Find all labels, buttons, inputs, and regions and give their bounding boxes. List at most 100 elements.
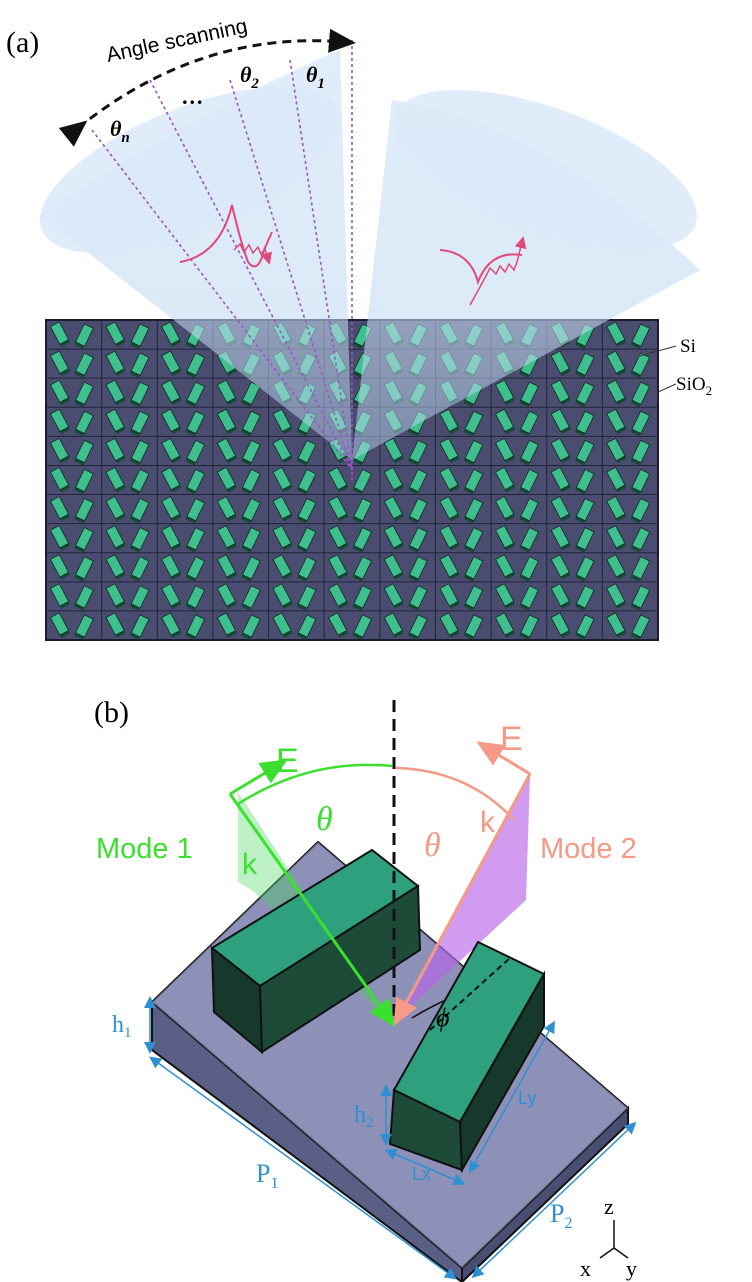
si-pillar — [463, 585, 484, 611]
si-pillar — [630, 323, 651, 349]
si-pillar — [328, 495, 349, 522]
si-pillar — [408, 527, 428, 553]
si-pillar — [185, 585, 206, 611]
si-pillar — [519, 556, 539, 582]
si-pillar — [439, 466, 460, 493]
si-pillar — [216, 408, 237, 435]
si-pillar — [606, 612, 627, 638]
si-pillar — [49, 612, 71, 638]
si-pillar — [574, 468, 595, 495]
si-pillar — [272, 612, 293, 638]
si-pillar — [630, 352, 651, 379]
si-pillar — [185, 352, 206, 379]
incident-pulse — [179, 204, 273, 268]
reflected-cone-top — [393, 90, 697, 250]
mode1-theta-label: θ — [316, 801, 333, 838]
si-pillar — [606, 321, 627, 347]
pillar2-axis — [429, 957, 511, 1031]
si-pillar — [439, 554, 460, 580]
si-pillar — [296, 497, 317, 524]
si-pillar — [74, 410, 94, 437]
si-pillar — [630, 410, 651, 437]
si-pillar — [296, 468, 317, 495]
si-pillar — [630, 527, 651, 553]
si-pillar — [129, 585, 150, 611]
panel-b-label: (b) — [94, 696, 129, 729]
ly-label: Ly — [518, 1088, 536, 1108]
si-pillar — [519, 439, 539, 466]
si-pillar — [574, 497, 595, 524]
si-pillar — [352, 527, 373, 553]
si-pillar — [408, 585, 428, 611]
ly-dimension — [469, 1020, 555, 1174]
mode2-label: Mode 2 — [540, 833, 637, 865]
si-pillar — [272, 466, 293, 493]
si-pillar — [74, 468, 94, 495]
si-pillar — [383, 612, 404, 638]
si-pillar — [185, 497, 206, 524]
sio2-leader-line — [657, 383, 677, 393]
si-pillar — [161, 408, 182, 435]
si-pillar — [383, 583, 404, 609]
si-pillar — [606, 466, 627, 493]
angle-scanning-label: Angle scanning — [104, 15, 249, 67]
si-pillar — [241, 468, 261, 495]
theta-2-label: θ2 — [240, 62, 259, 92]
si-pillar — [241, 585, 261, 611]
si-pillar — [49, 525, 71, 551]
si-pillar — [241, 497, 261, 524]
si-pillar — [494, 495, 516, 522]
si-pillar — [296, 614, 317, 640]
si-pillar — [129, 468, 150, 495]
si-pillar — [216, 437, 237, 464]
si-pillar — [328, 525, 349, 551]
si-pillar — [296, 439, 317, 466]
si-pillar — [129, 410, 150, 437]
coordinate-axes: z x y — [580, 1194, 637, 1281]
si-pillar — [519, 527, 539, 553]
si-pillar — [494, 437, 516, 464]
si-pillar — [241, 556, 261, 582]
si-pillar — [408, 497, 428, 524]
si-pillar — [161, 379, 182, 406]
si-pillar — [383, 525, 404, 551]
si-pillar — [49, 466, 71, 493]
si-pillar — [630, 439, 651, 466]
si-pillar — [185, 614, 206, 640]
si-pillar — [383, 495, 404, 522]
si-pillar — [574, 439, 595, 466]
panel-b: (b) E Mode 1 k θ E Mode 2 — [94, 696, 637, 1282]
si-pillar — [352, 614, 373, 640]
si-pillar — [161, 583, 182, 609]
si-leader-line — [639, 345, 677, 357]
si-pillar — [74, 614, 94, 640]
si-pillar — [383, 554, 404, 580]
si-pillar — [550, 495, 571, 522]
si-pillar — [105, 437, 126, 464]
si-pillar — [519, 585, 539, 611]
si-pillar — [185, 439, 206, 466]
si-pillar — [519, 497, 539, 524]
mode1-e-vector — [229, 759, 288, 796]
si-pillar — [216, 583, 237, 609]
si-pillar — [550, 583, 571, 609]
si-pillar — [161, 554, 182, 580]
si-pillar — [519, 468, 539, 495]
si-pillar — [519, 381, 539, 408]
si-pillar — [383, 437, 404, 464]
si-pillar — [49, 350, 71, 377]
phi-arc — [411, 999, 447, 1019]
si-pillar — [574, 585, 595, 611]
si-pillar — [105, 321, 126, 347]
si-pillar — [408, 614, 428, 640]
si-pillar — [74, 527, 94, 553]
si-pillar — [74, 439, 94, 466]
angle-labels: θn … θ2 θ1 — [110, 62, 325, 146]
si-pillar — [494, 525, 516, 551]
p2-label: P2 — [550, 1199, 572, 1232]
lx-label: Lx — [412, 1164, 431, 1184]
mode2-e-vector — [476, 741, 531, 776]
si-pillar — [272, 583, 293, 609]
panel-a: (a) Angle scanning θn … θ2 θ1 — [6, 15, 712, 641]
sio2-label: SiO2 — [676, 374, 712, 398]
